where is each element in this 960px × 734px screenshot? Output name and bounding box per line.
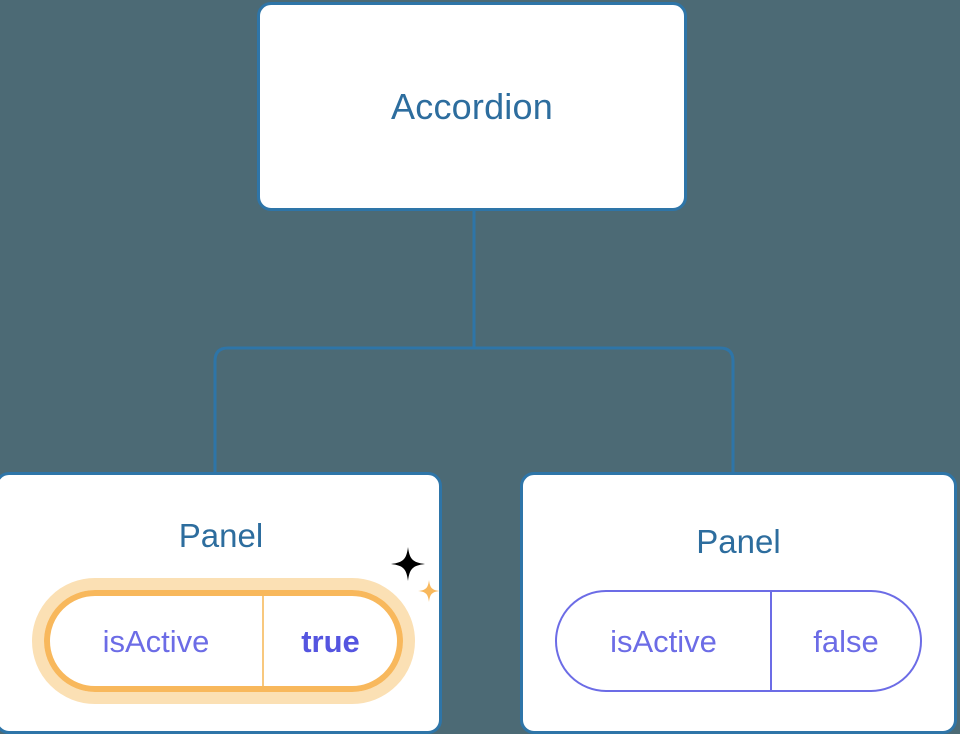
prop-pill-active-wrapper: isActive true [32,578,415,704]
node-title-panel-active: Panel [178,517,264,554]
node-title-accordion: Accordion [391,85,553,127]
prop-pill-is-active-false[interactable]: isActive false [555,590,922,692]
prop-key-is-active: isActive [557,592,772,690]
connector-branch-right [474,346,735,473]
node-title-panel-inactive: Panel [696,523,781,560]
prop-value-false: false [813,623,879,659]
prop-pill-is-active-true[interactable]: isActive true [44,590,403,692]
node-card-accordion[interactable]: Accordion [257,2,687,211]
connector-branch-left [213,346,474,473]
prop-value-true: true [301,623,360,659]
prop-key-is-active: isActive [50,596,264,686]
